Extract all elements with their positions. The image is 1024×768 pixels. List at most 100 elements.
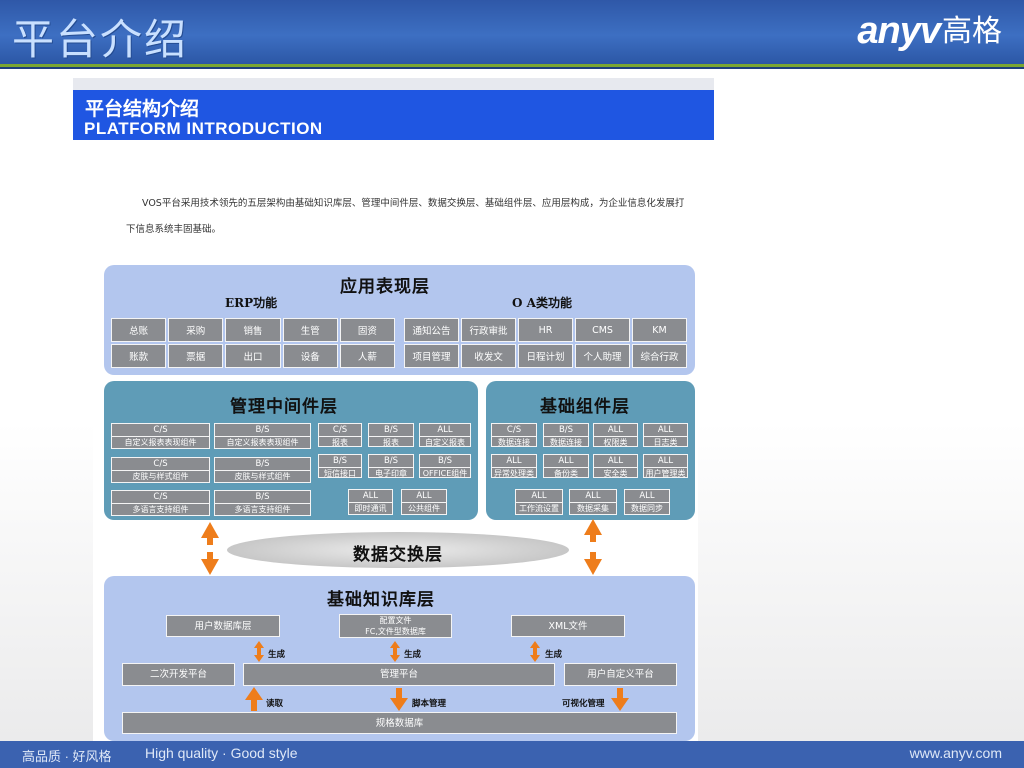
component-tag: C/S [112, 491, 209, 504]
updown-arrow-icon [530, 641, 540, 662]
xml-file-box: XML文件 [511, 615, 625, 637]
component-label: OFFICE组件 [420, 468, 470, 477]
oa-title: O A类功能 [512, 296, 572, 310]
component-label: 自定义报表表现组件 [215, 437, 310, 448]
oa-function-cell: 综合行政 [632, 344, 687, 368]
up-arrow-icon [245, 687, 263, 711]
component-label: 公共组件 [402, 503, 446, 514]
updown-arrow-icon [390, 641, 400, 662]
oa-function-cell: 日程计划 [518, 344, 573, 368]
component-tag: C/S [112, 458, 209, 471]
footer-slogan-en: High quality · Good style [145, 745, 298, 761]
component-label: 备份类 [544, 468, 588, 477]
config-file-box: 配置文件 FC,文件型数据库 [339, 614, 452, 638]
banner-top-strip [73, 78, 714, 90]
oa-function-cell: 通知公告 [404, 318, 459, 342]
generate-label-2: 生成 [404, 650, 422, 660]
component-tag: C/S [112, 424, 209, 437]
down-arrow-icon [201, 552, 219, 575]
erp-function-cell: 销售 [225, 318, 281, 342]
read-label: 读取 [266, 699, 284, 709]
header-divider [0, 67, 1024, 69]
component-label: 工作流设置 [516, 503, 562, 514]
slide-title: 平台介绍 [12, 15, 189, 64]
oa-function-cell: 项目管理 [404, 344, 459, 368]
component-label: 自定义报表表现组件 [112, 437, 209, 448]
component-label: 数据连接 [492, 437, 536, 446]
component-label: 多语言支持组件 [112, 504, 209, 515]
erp-function-cell: 采购 [168, 318, 224, 342]
component-tag: B/S [544, 424, 588, 437]
component-tag: ALL [492, 455, 536, 468]
component-label: 数据采集 [570, 503, 616, 514]
generate-label-1: 生成 [268, 650, 286, 660]
erp-function-cell: 出口 [225, 344, 281, 368]
user-db-box: 用户数据库层 [166, 615, 280, 637]
down-arrow-icon [584, 552, 602, 575]
component-label: 自定义报表 [420, 437, 470, 446]
component-label: 皮肤与样式组件 [215, 471, 310, 482]
component-tag: B/S [215, 458, 310, 471]
component-tag: B/S [215, 491, 310, 504]
component-tag: B/S [319, 455, 361, 468]
middleware-title: 管理中间件层 [230, 397, 338, 417]
component-tag: ALL [420, 424, 470, 437]
component-tag: ALL [644, 455, 687, 468]
erp-function-cell: 设备 [282, 344, 338, 368]
platform-banner: 平台结构介绍 PLATFORM INTRODUCTION [73, 90, 714, 140]
component-label: 短信接口 [319, 468, 361, 477]
erp-function-cell: 账款 [111, 344, 167, 368]
component-label: 安全类 [594, 468, 637, 477]
component-tag: B/S [369, 455, 413, 468]
component-label: 数据同步 [625, 503, 669, 514]
component-label: 权限类 [594, 437, 637, 446]
footer-url: www.anyv.com [909, 745, 1002, 761]
oa-function-cell: 收发文 [461, 344, 516, 368]
oa-function-cell: 个人助理 [575, 344, 630, 368]
component-tag: ALL [594, 455, 637, 468]
exchange-layer-title: 数据交换层 [353, 545, 443, 565]
intro-text: VOS平台采用技术领先的五层架构由基础知识库层、管理中间件层、数据交换层、基础组… [126, 198, 685, 235]
oa-function-cell: 行政审批 [461, 318, 516, 342]
header-bar: 平台介绍 anyv 高格 [0, 0, 1024, 64]
erp-function-cell: 固资 [339, 318, 395, 342]
header-accent-line [0, 64, 1024, 67]
component-tag: ALL [594, 424, 637, 437]
script-label: 脚本管理 [412, 699, 447, 709]
component-tag: C/S [319, 424, 361, 437]
component-label: 数据连接 [544, 437, 588, 446]
down-arrow-icon [390, 688, 408, 711]
logo-en: anyv [857, 10, 941, 52]
erp-function-cell: 票据 [168, 344, 224, 368]
component-tag: ALL [625, 490, 669, 503]
visual-label: 可视化管理 [562, 699, 605, 709]
banner-title-en: PLATFORM INTRODUCTION [84, 119, 323, 138]
component-tag: C/S [492, 424, 536, 437]
component-tag: ALL [516, 490, 562, 503]
component-label: 皮肤与样式组件 [112, 471, 209, 482]
component-tag: B/S [369, 424, 413, 437]
dev-platform-box: 二次开发平台 [122, 663, 235, 686]
banner-title-cn: 平台结构介绍 [85, 98, 200, 120]
config-line2: FC,文件型数据库 [365, 627, 426, 636]
erp-grid: 总账采购销售生管固资账款票据出口设备人薪 [111, 318, 395, 368]
component-label: 异常处理类 [492, 468, 536, 477]
logo: anyv 高格 [857, 12, 1002, 50]
component-label: 多语言支持组件 [215, 504, 310, 515]
